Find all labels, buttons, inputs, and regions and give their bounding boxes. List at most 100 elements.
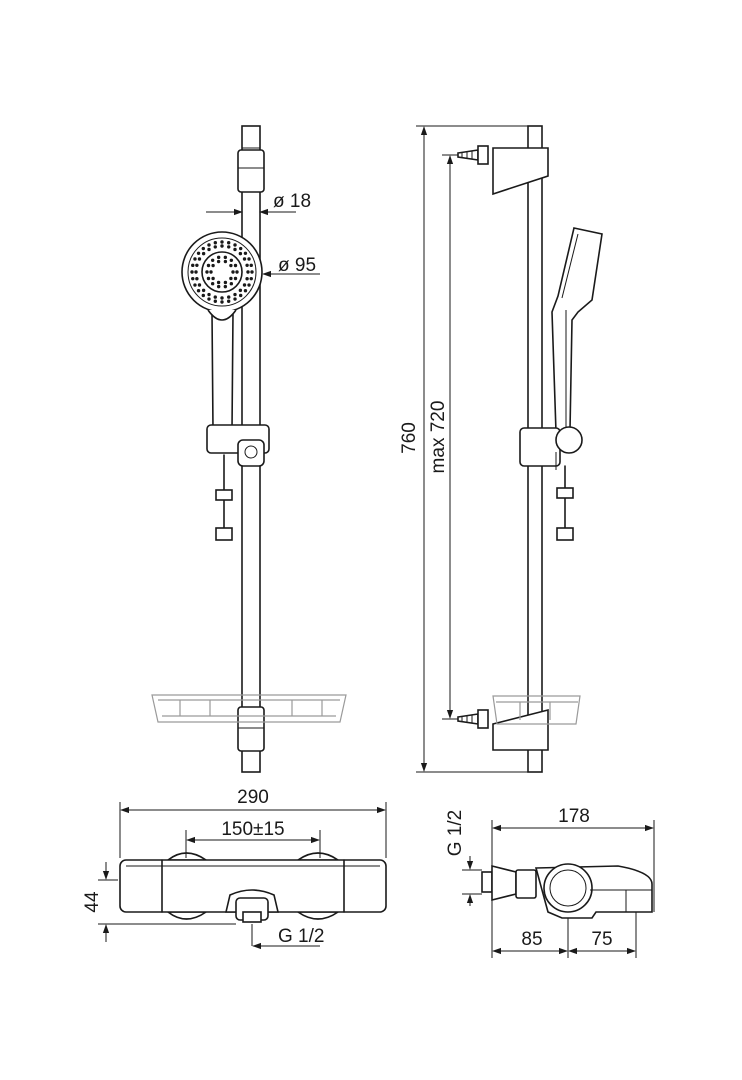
nozzle-dot — [196, 251, 201, 255]
nozzle-dot — [247, 257, 251, 261]
nozzle-dot — [193, 283, 197, 287]
nozzle-dot — [201, 246, 205, 251]
nozzle-dot — [243, 289, 248, 293]
nozzle-dot — [227, 245, 231, 249]
nozzle-dot — [220, 296, 224, 300]
top-bracket-side — [492, 147, 549, 196]
hose-connector-front — [215, 454, 233, 541]
nozzle-dot — [211, 263, 215, 268]
nozzle-dot — [239, 246, 243, 251]
dim-head-diameter: ø 95 — [262, 255, 320, 278]
nozzle-dot — [229, 276, 233, 281]
dim-mixer-connection: G 1/2 — [251, 924, 324, 950]
hand-shower-side — [551, 227, 603, 433]
nozzle-dot — [201, 288, 206, 293]
dim-mixer-width: 290 — [119, 787, 387, 858]
nozzle-dot — [213, 295, 217, 299]
nozzle-dot — [242, 283, 247, 287]
side-view — [457, 125, 603, 773]
side-depth-b-label: 75 — [591, 929, 612, 950]
mixer-connection-label: G 1/2 — [278, 926, 324, 947]
top-bracket-front — [237, 149, 265, 193]
nozzle-dot — [197, 283, 202, 287]
nozzle-dot — [238, 288, 243, 293]
nozzle-dot — [233, 263, 238, 268]
nozzle-dot — [191, 276, 195, 281]
slider-front — [206, 424, 270, 467]
nozzle-dot — [223, 255, 228, 260]
nozzle-dot — [220, 240, 224, 244]
nozzle-dot — [210, 282, 215, 286]
hose-diameter-label: ø 18 — [273, 191, 311, 212]
nozzle-dot — [207, 243, 211, 247]
mixer-side — [481, 863, 653, 919]
front-view — [151, 125, 347, 773]
side-depth-label: 178 — [558, 806, 590, 827]
nozzle-dot — [211, 276, 215, 281]
nozzle-dot — [239, 293, 243, 298]
nozzle-dot — [205, 270, 209, 274]
mixer-height-label: 44 — [82, 891, 103, 913]
nozzle-dot — [207, 297, 211, 301]
nozzle-dot — [193, 257, 197, 261]
nozzle-dot — [223, 280, 228, 285]
nozzle-pattern — [190, 240, 254, 304]
nozzle-dot — [201, 251, 206, 256]
nozzle-dot — [220, 244, 224, 248]
soap-dish-front — [151, 694, 347, 723]
nozzle-dot — [207, 292, 211, 297]
nozzle-dot — [233, 292, 237, 297]
dim-side-connection: G 1/2 — [445, 810, 482, 906]
soap-dish-side — [492, 695, 581, 725]
nozzle-dot — [238, 251, 243, 256]
nozzle-dot — [206, 263, 211, 268]
head-diameter-label: ø 95 — [278, 255, 316, 276]
dim-side-segments: 85 75 — [491, 900, 637, 958]
nozzle-dot — [216, 255, 221, 260]
slider-side — [519, 426, 583, 470]
rail-length-label: 760 — [399, 422, 420, 454]
bottom-bracket-side — [492, 708, 549, 751]
nozzle-dot — [249, 276, 253, 281]
dim-mixer-centers: 150±15 — [185, 819, 321, 858]
nozzle-dot — [195, 263, 199, 267]
dim-rail-length: 760 — [399, 125, 528, 773]
mixer-front — [119, 852, 387, 923]
mixer-width-label: 290 — [237, 787, 269, 808]
nozzle-dot — [235, 270, 239, 274]
nozzle-dot — [201, 293, 205, 298]
nozzle-dot — [227, 295, 231, 299]
nozzle-dot — [210, 258, 215, 262]
nozzle-dot — [243, 251, 248, 255]
screw-bottom — [457, 709, 489, 729]
nozzle-dot — [233, 276, 238, 281]
nozzle-dot — [220, 300, 224, 304]
nozzle-dot — [197, 257, 202, 261]
nozzle-dot — [233, 247, 237, 252]
nozzle-dot — [245, 263, 249, 267]
nozzle-dot — [245, 277, 249, 281]
nozzle-dot — [191, 263, 195, 268]
nozzle-dot — [247, 283, 251, 287]
nozzle-dot — [229, 263, 233, 268]
dim-hose-diameter: ø 18 — [206, 191, 311, 216]
nozzle-dot — [226, 241, 231, 245]
nozzle-dot — [213, 241, 218, 245]
nozzle-dot — [206, 276, 211, 281]
nozzle-dot — [194, 270, 198, 274]
dim-adjustable-length: max 720 — [428, 154, 458, 720]
nozzle-dot — [216, 284, 221, 289]
nozzle-dot — [250, 270, 254, 274]
nozzle-dot — [207, 247, 211, 252]
hose-connector-side — [556, 465, 574, 541]
dim-side-depth: 178 — [491, 806, 655, 912]
dim-mixer-height: 44 — [82, 862, 236, 942]
mixer-centers-label: 150±15 — [221, 819, 284, 840]
nozzle-dot — [213, 299, 218, 303]
nozzle-dot — [242, 257, 247, 261]
nozzle-dot — [216, 280, 221, 285]
nozzle-dot — [190, 270, 194, 274]
nozzle-dot — [226, 299, 231, 303]
hand-shower-front — [181, 231, 263, 434]
